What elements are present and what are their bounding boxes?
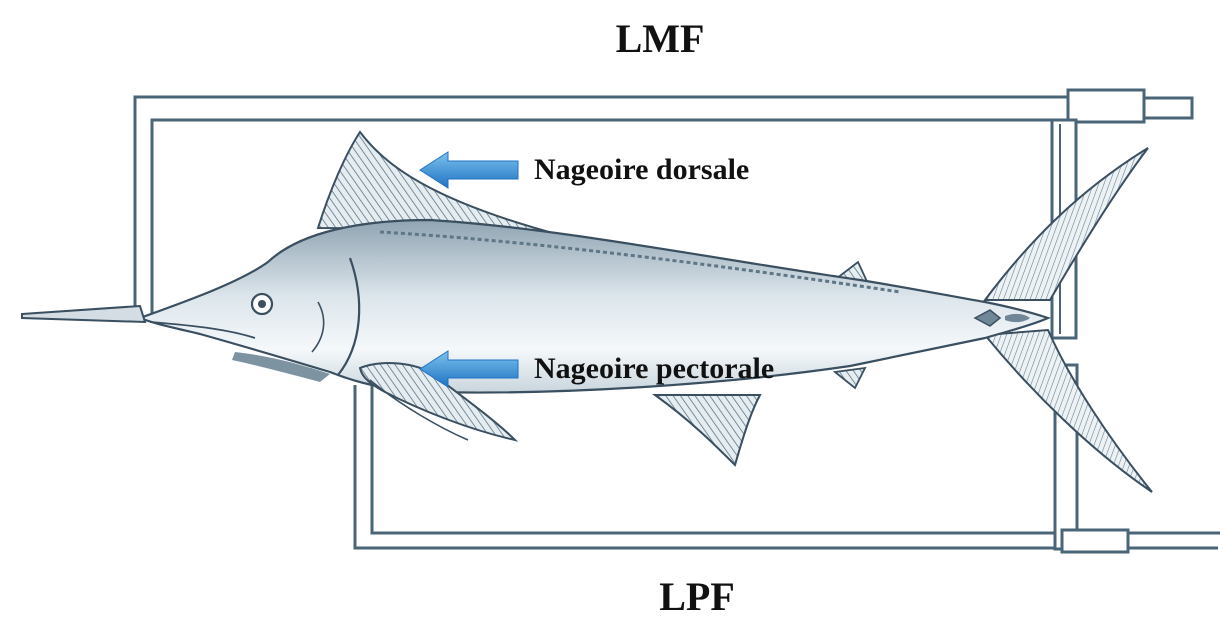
second-anal-fin xyxy=(832,366,867,390)
dorsal-fin-arrow xyxy=(419,151,519,189)
gill-cover xyxy=(337,257,361,376)
tail-upper-lobe xyxy=(982,147,1149,301)
lpf-label: LPF xyxy=(659,574,735,619)
pectoral-fin-arrow xyxy=(419,350,519,388)
lpf-frame-inner xyxy=(370,385,1060,535)
lpf-slider-block xyxy=(1060,528,1130,554)
pectoral-fin-label: Nageoire pectorale xyxy=(534,352,774,385)
pectoral-fin xyxy=(358,362,519,442)
marlin-fish xyxy=(21,130,1153,493)
lmf-label: LMF xyxy=(616,16,705,61)
lmf-frame-inner xyxy=(150,118,1052,322)
anal-fin xyxy=(651,394,762,467)
fish-bill xyxy=(21,304,147,324)
tail-lower-lobe xyxy=(983,328,1153,493)
lpf-frame-outer xyxy=(353,385,1218,550)
fish-body xyxy=(136,218,1052,394)
fish-mouth xyxy=(149,321,256,339)
lmf-slider-block xyxy=(1066,88,1146,124)
dorsal-fin-label: Nageoire dorsale xyxy=(534,153,749,186)
lmf-slider-rail xyxy=(1142,96,1194,120)
lateral-line xyxy=(379,230,901,294)
